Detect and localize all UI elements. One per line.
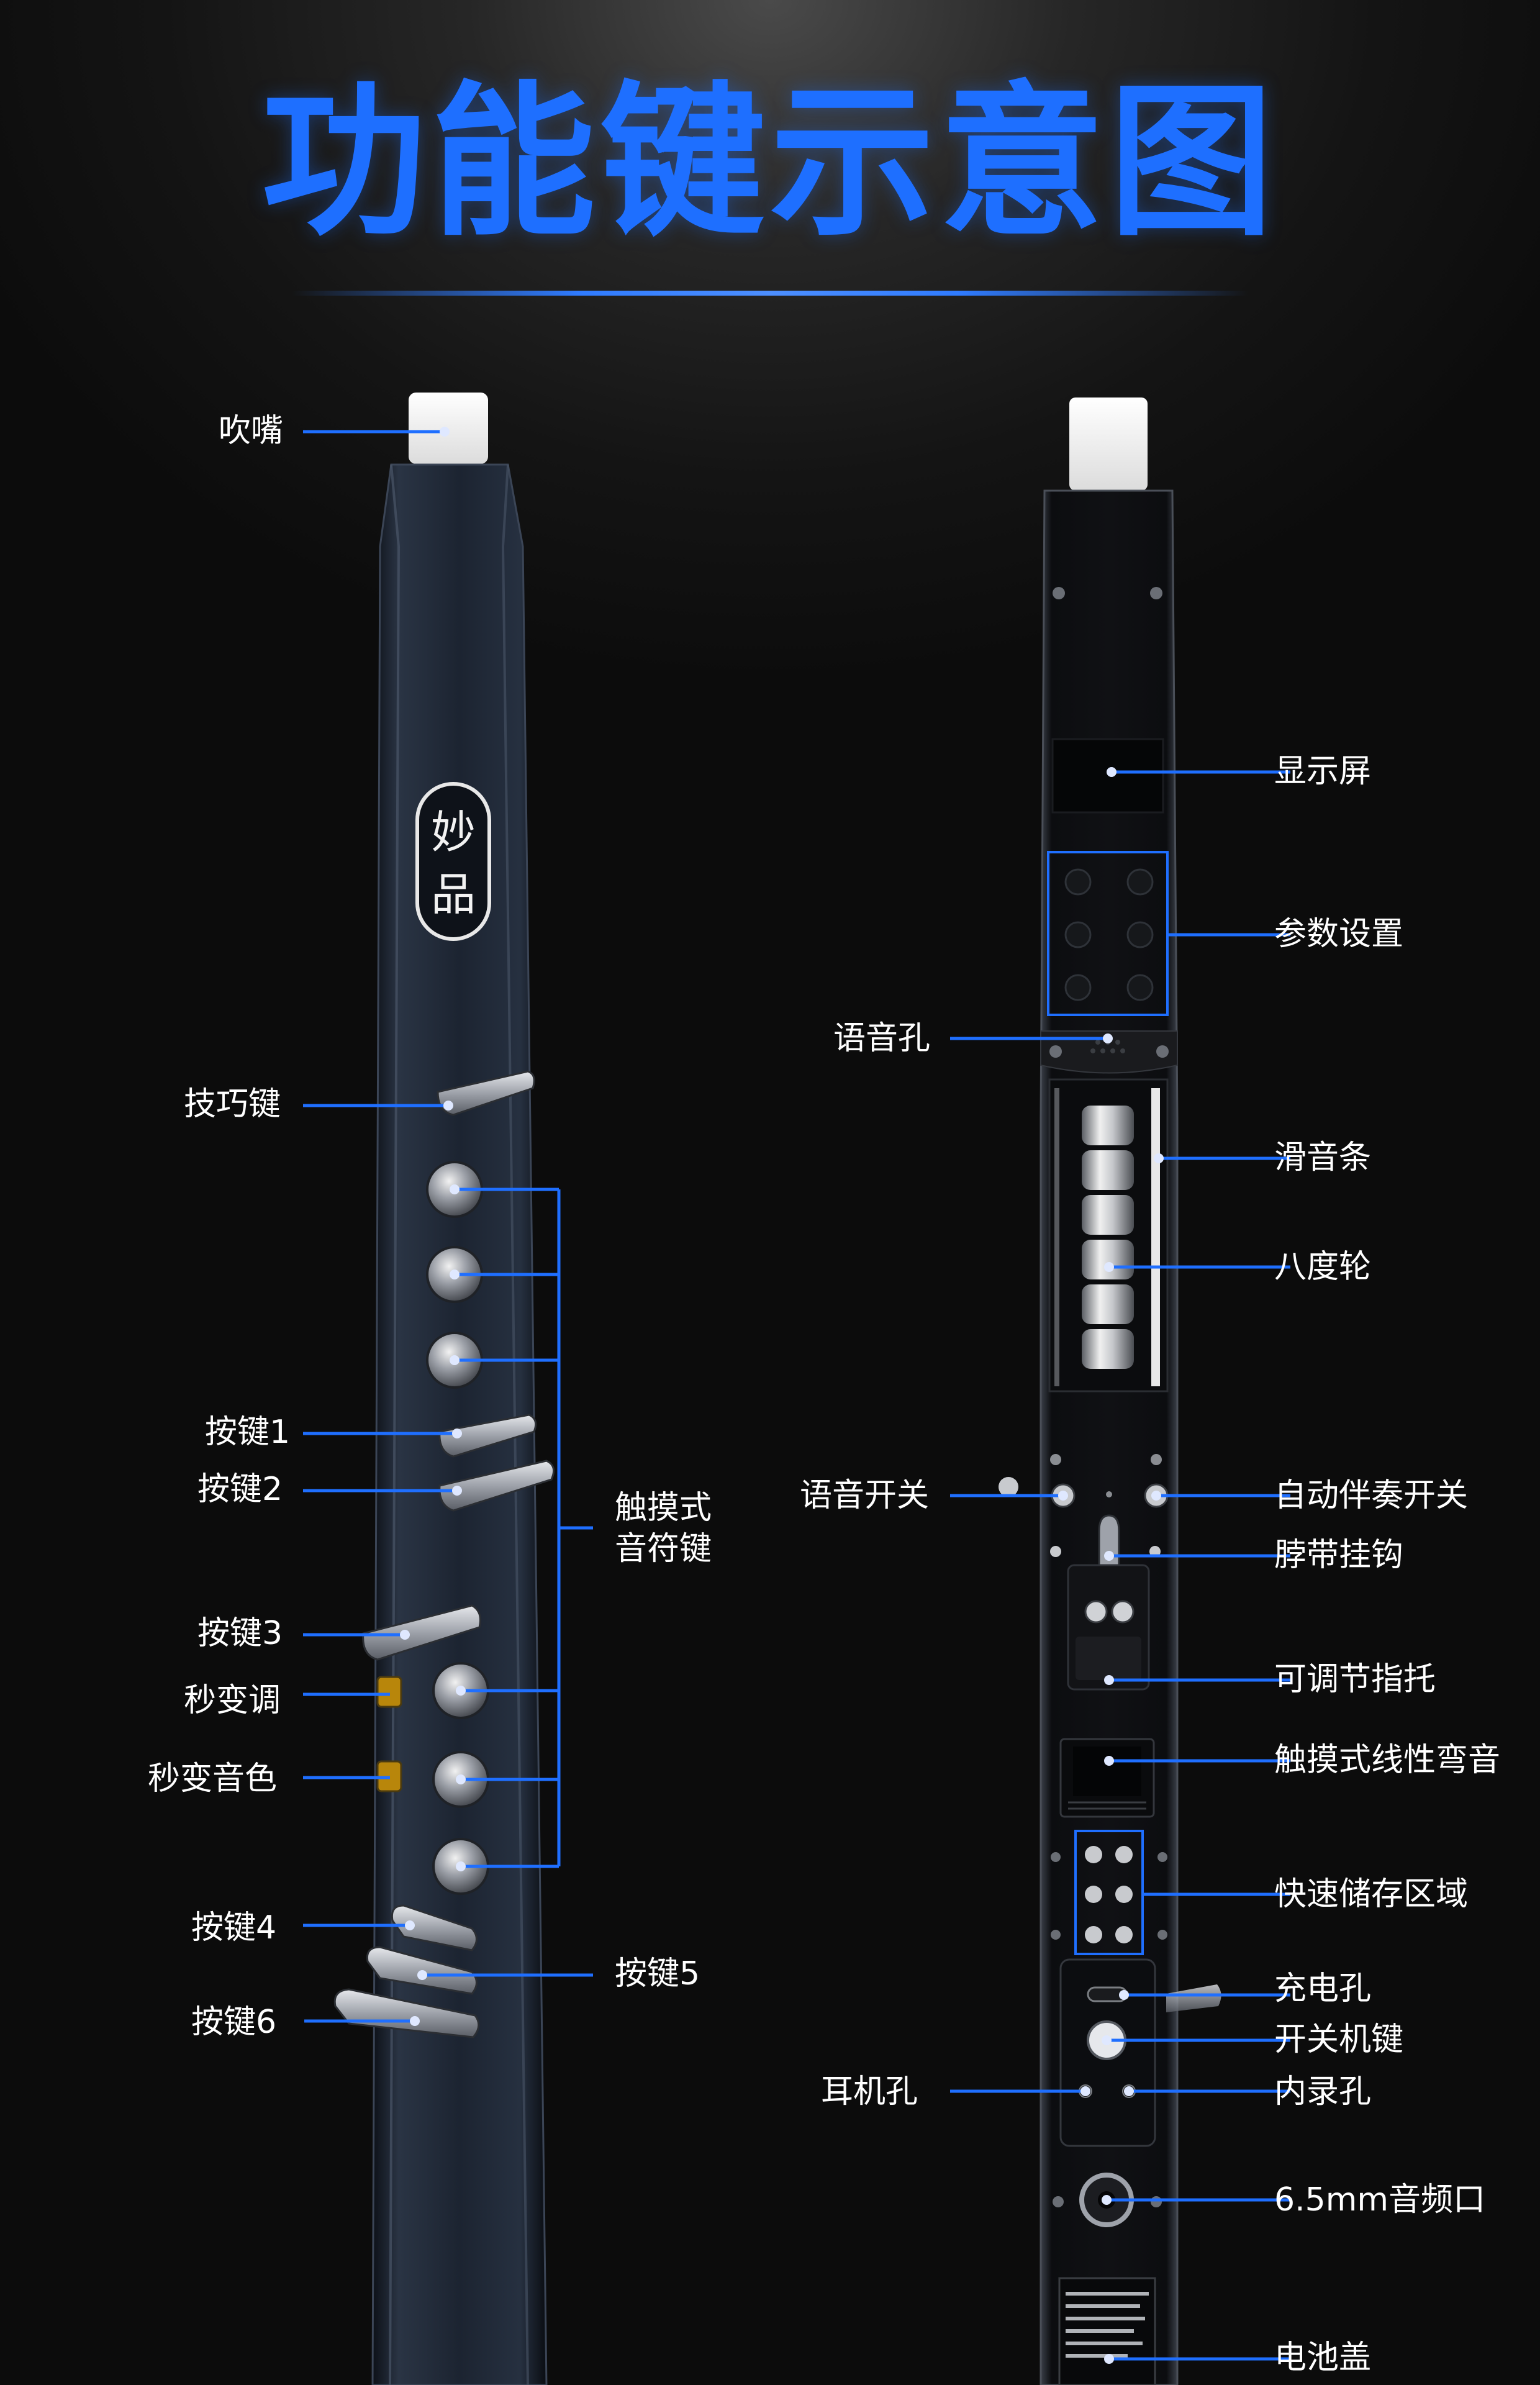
neck-strap-hook [1098,1514,1120,1566]
instant-transpose-button [376,1676,402,1708]
label-key2: 按键2 [197,1471,283,1508]
glide-strip [1151,1088,1160,1386]
label-battery-cover: 电池盖 [1274,2339,1372,2376]
label-instant-transpose: 秒变调 [184,1682,281,1719]
leader-lines [303,430,1290,2361]
side-lever [1166,1984,1221,2012]
thumb-rest [1067,1564,1150,1691]
label-thumb-rest: 可调节指托 [1274,1661,1436,1698]
touch-pitch-bend [1059,1738,1155,1818]
label-display: 显示屏 [1274,753,1372,790]
page-title: 功能键示意图 [261,67,1279,258]
label-internal-recording: 内录孔 [1274,2073,1372,2110]
mouthpiece-back [1069,398,1148,491]
technique-key [437,1070,535,1116]
quick-storage-frame [1074,1830,1144,1955]
label-auto-accompaniment: 自动伴奏开关 [1274,1477,1469,1514]
left-instrument: 妙 品 [333,393,555,2385]
key4-lever [391,1904,478,1951]
label-headphone-jack: 耳机孔 [821,2073,918,2110]
label-neck-strap-hook: 脖带挂钩 [1274,1537,1404,1574]
label-key5: 按键5 [615,1955,700,1992]
label-voice-hole: 语音孔 [833,1020,931,1057]
label-octave-wheel: 八度轮 [1274,1248,1372,1286]
display-screen [1051,738,1164,814]
label-pitch-bend: 触摸式线性弯音 [1274,1742,1501,1779]
label-key3: 按键3 [197,1615,283,1652]
quick-storage-buttons [1051,1846,1167,1943]
brand-logo: 妙 品 [415,782,491,941]
label-power-key: 开关机键 [1274,2021,1404,2058]
title-underline [292,291,1248,296]
label-technique-key: 技巧键 [184,1086,281,1123]
label-key4: 按键4 [191,1909,277,1947]
leader-dots [400,427,1164,2364]
key1-lever [438,1414,537,1458]
label-touch-note-keys-line2: 音符键 [615,1530,712,1568]
label-mouthpiece: 吹嘴 [219,412,284,450]
battery-cover [1058,2277,1156,2385]
label-touch-note-keys-line1: 触摸式 [615,1489,712,1527]
label-charging-port: 充电孔 [1274,1970,1372,2007]
logo-char-1: 妙 [431,806,476,858]
label-audio-port: 6.5mm音频口 [1274,2181,1486,2219]
glide-strip-left [1054,1088,1059,1386]
key3-lever [362,1604,481,1661]
key2-lever [438,1460,555,1512]
label-key1: 按键1 [205,1414,291,1451]
label-parameter-settings: 参数设置 [1274,915,1404,953]
key6-lever [333,1988,480,2038]
ports-panel [1059,1958,1221,2147]
side-button [999,1477,1018,1497]
label-glide-strip: 滑音条 [1274,1139,1372,1176]
logo-char-2: 品 [431,868,476,920]
parameter-buttons [1064,868,1154,1001]
label-instant-timbre: 秒变音色 [148,1760,278,1797]
mouthpiece [409,393,488,464]
label-quick-storage: 快速储存区域 [1274,1876,1469,1913]
label-key6: 按键6 [191,2004,277,2041]
label-voice-switch: 语音开关 [800,1477,930,1514]
octave-wheel [1082,1106,1134,1369]
right-instrument [999,398,1221,2385]
